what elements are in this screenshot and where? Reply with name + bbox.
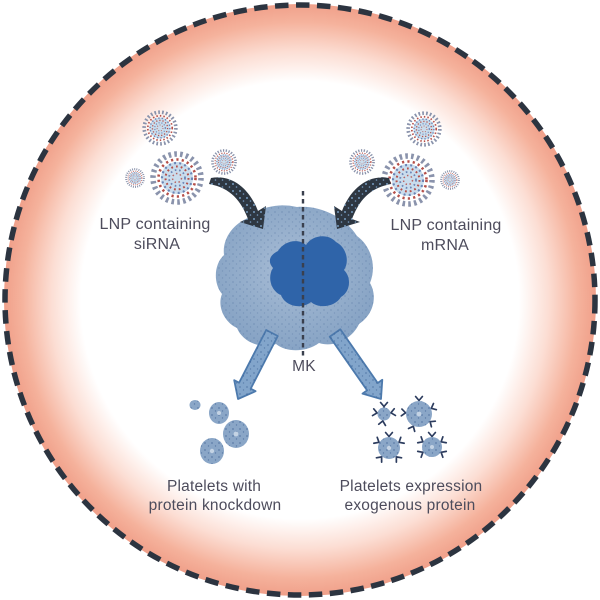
labels: LNP containing siRNA LNP containing mRNA… bbox=[99, 216, 501, 514]
receptor-platelet-icon bbox=[371, 401, 397, 427]
platelet-group-knockdown bbox=[189, 400, 249, 464]
platelet-icon bbox=[200, 438, 224, 464]
label-mk: MK bbox=[292, 358, 316, 375]
platelet-icon bbox=[189, 400, 201, 410]
label-platelets-expression-line2: exogenous protein bbox=[345, 497, 476, 514]
receptor-platelet-icon bbox=[400, 395, 438, 433]
label-platelets-knockdown-line2: protein knockdown bbox=[149, 497, 282, 514]
label-lnp-mrna-line1: LNP containing bbox=[390, 217, 501, 234]
block-arrow-icon-right bbox=[328, 328, 384, 400]
megakaryocyte-icon bbox=[215, 205, 374, 351]
label-lnp-mrna-line2: mRNA bbox=[421, 237, 469, 254]
curved-arrow-icon-left bbox=[209, 177, 266, 229]
label-platelets-expression-line1: Platelets expression bbox=[340, 478, 483, 495]
receptor-platelet-icon bbox=[416, 431, 448, 459]
block-arrow-icon-left bbox=[233, 329, 279, 400]
cell-nucleus bbox=[269, 236, 350, 307]
receptor-platelet-icon bbox=[372, 431, 406, 463]
label-lnp-sirna-line2: siRNA bbox=[134, 236, 180, 253]
label-platelets-knockdown-line1: Platelets with bbox=[167, 478, 261, 495]
platelet-icon bbox=[209, 402, 229, 424]
platelet-group-expression bbox=[371, 395, 448, 463]
label-lnp-sirna-line1: LNP containing bbox=[99, 216, 210, 233]
platelet-icon bbox=[223, 420, 249, 448]
curved-arrow-icon-right bbox=[334, 177, 391, 229]
